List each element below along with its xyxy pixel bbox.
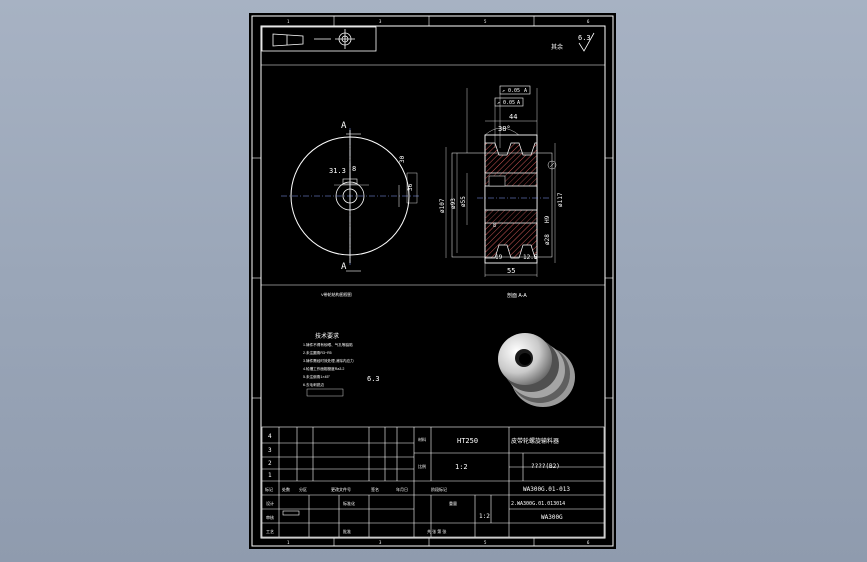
svg-text:剖面 A-A: 剖面 A-A — [507, 292, 527, 299]
technical-notes: 技术要求 1.铸件不得有砂眼、气孔等缺陷 2.未注圆角R3~R5 3.铸件需经时… — [303, 332, 380, 397]
svg-text:WA300G: WA300G — [541, 514, 563, 521]
svg-text:1.铸件不得有砂眼、气孔等缺陷: 1.铸件不得有砂眼、气孔等缺陷 — [303, 342, 353, 347]
svg-text:↗: ↗ — [497, 100, 500, 106]
svg-text:2.未注圆角R3~R5: 2.未注圆角R3~R5 — [303, 350, 332, 355]
svg-text:5: 5 — [484, 540, 487, 545]
svg-text:2: 2 — [268, 460, 272, 467]
svg-text:31.3: 31.3 — [329, 167, 346, 175]
svg-text:审核: 审核 — [266, 514, 274, 520]
svg-text:6.3: 6.3 — [578, 34, 591, 42]
svg-text:5.未注倒角1×45°: 5.未注倒角1×45° — [303, 374, 330, 379]
svg-text:A: A — [341, 262, 347, 272]
svg-text:6.3: 6.3 — [367, 375, 380, 383]
svg-text:H9: H9 — [544, 215, 551, 223]
svg-text:2.WA300G.01.013014: 2.WA300G.01.013014 — [511, 501, 565, 507]
svg-text:1: 1 — [287, 540, 290, 545]
svg-text:比例: 比例 — [418, 463, 426, 469]
svg-text:技术要求: 技术要求 — [315, 332, 339, 340]
svg-text:8: 8 — [352, 165, 356, 173]
svg-text:重量: 重量 — [449, 500, 457, 506]
svg-text:更改文件号: 更改文件号 — [331, 486, 351, 492]
svg-text:6: 6 — [587, 19, 590, 24]
svg-text:1:2: 1:2 — [455, 463, 468, 471]
svg-text:1: 1 — [287, 19, 290, 24]
drawing-sheet: 1 3 5 6 1 3 5 6 其余 6.3 — [249, 13, 616, 549]
pulley-drawing: 1 3 5 6 1 3 5 6 其余 6.3 — [251, 15, 614, 547]
svg-text:分区: 分区 — [299, 486, 307, 492]
svg-text:0.05: 0.05 — [503, 100, 515, 106]
svg-text:ø93: ø93 — [450, 198, 457, 209]
svg-text:设计: 设计 — [266, 500, 274, 506]
svg-text:3: 3 — [379, 540, 382, 545]
svg-text:↗: ↗ — [502, 88, 505, 94]
svg-text:0.05: 0.05 — [508, 88, 520, 94]
svg-text:1:2: 1:2 — [479, 513, 490, 520]
svg-text:HT250: HT250 — [457, 437, 478, 445]
svg-text:38°: 38° — [498, 125, 511, 133]
svg-text:处数: 处数 — [282, 486, 290, 492]
svg-text:共 张 第 张: 共 张 第 张 — [427, 528, 446, 534]
zone-ticks — [252, 16, 613, 546]
svg-text:6.去毛刺锐边: 6.去毛刺锐边 — [303, 382, 324, 387]
svg-text:36: 36 — [407, 183, 414, 191]
svg-text:ø28: ø28 — [544, 234, 551, 245]
svg-text:ø117: ø117 — [557, 192, 564, 207]
front-view: 31.3 8 30 36 A A V带轮结构图视图 — [281, 121, 419, 297]
svg-text:批准: 批准 — [343, 528, 351, 534]
inner-frame — [260, 25, 606, 539]
surface-finish-note: 其余 6.3 — [551, 32, 595, 52]
isometric-view — [498, 333, 575, 407]
svg-text:WA300G.01-013: WA300G.01-013 — [523, 486, 570, 493]
svg-text:3: 3 — [379, 19, 382, 24]
projection-symbol — [261, 26, 377, 52]
title-block-text: 4 3 2 1 标记 处数 分区 更改文件号 签名 年月日 设计 审核 工艺 标… — [265, 433, 570, 534]
svg-text:A: A — [524, 88, 527, 94]
zone-numbers-bottom: 1 3 5 6 — [287, 540, 590, 545]
svg-text:年月日: 年月日 — [396, 486, 408, 492]
title-block — [261, 426, 605, 538]
svg-text:V带轮结构图视图: V带轮结构图视图 — [321, 291, 352, 297]
svg-text:3.铸件需经时效处理,消除内应力: 3.铸件需经时效处理,消除内应力 — [303, 358, 354, 363]
svg-text:ø55: ø55 — [460, 196, 467, 207]
svg-text:55: 55 — [507, 267, 515, 275]
svg-text:44: 44 — [509, 113, 517, 121]
svg-text:A: A — [517, 100, 520, 106]
svg-text:工艺: 工艺 — [266, 529, 274, 534]
svg-text:标准化: 标准化 — [343, 500, 355, 506]
svg-text:????(B2): ????(B2) — [531, 463, 560, 470]
svg-text:4.轮槽工作面粗糙度Ra3.2: 4.轮槽工作面粗糙度Ra3.2 — [303, 366, 344, 371]
svg-text:30: 30 — [399, 155, 406, 163]
zone-numbers-top: 1 3 5 6 — [287, 19, 590, 24]
svg-text:材料: 材料 — [418, 436, 426, 442]
svg-text:ø107: ø107 — [439, 198, 446, 213]
svg-text:签名: 签名 — [371, 486, 379, 492]
svg-text:12.5: 12.5 — [523, 254, 538, 261]
svg-text:8: 8 — [493, 223, 496, 229]
svg-text:6: 6 — [587, 540, 590, 545]
svg-text:阶段标记: 阶段标记 — [431, 486, 447, 492]
svg-text:皮带轮螺旋输料器: 皮带轮螺旋输料器 — [511, 437, 559, 445]
svg-text:19: 19 — [495, 254, 503, 261]
svg-text:3: 3 — [268, 447, 272, 454]
svg-text:其余: 其余 — [551, 43, 563, 51]
svg-text:4: 4 — [268, 433, 272, 440]
outer-frame — [251, 15, 614, 547]
svg-text:A: A — [341, 121, 347, 131]
section-view: ↗ 0.05 A ↗ 0.05 A 44 38° ø107 ø93 — [439, 85, 564, 299]
svg-text:5: 5 — [484, 19, 487, 24]
svg-text:标记: 标记 — [265, 486, 273, 492]
svg-text:1: 1 — [268, 472, 272, 479]
